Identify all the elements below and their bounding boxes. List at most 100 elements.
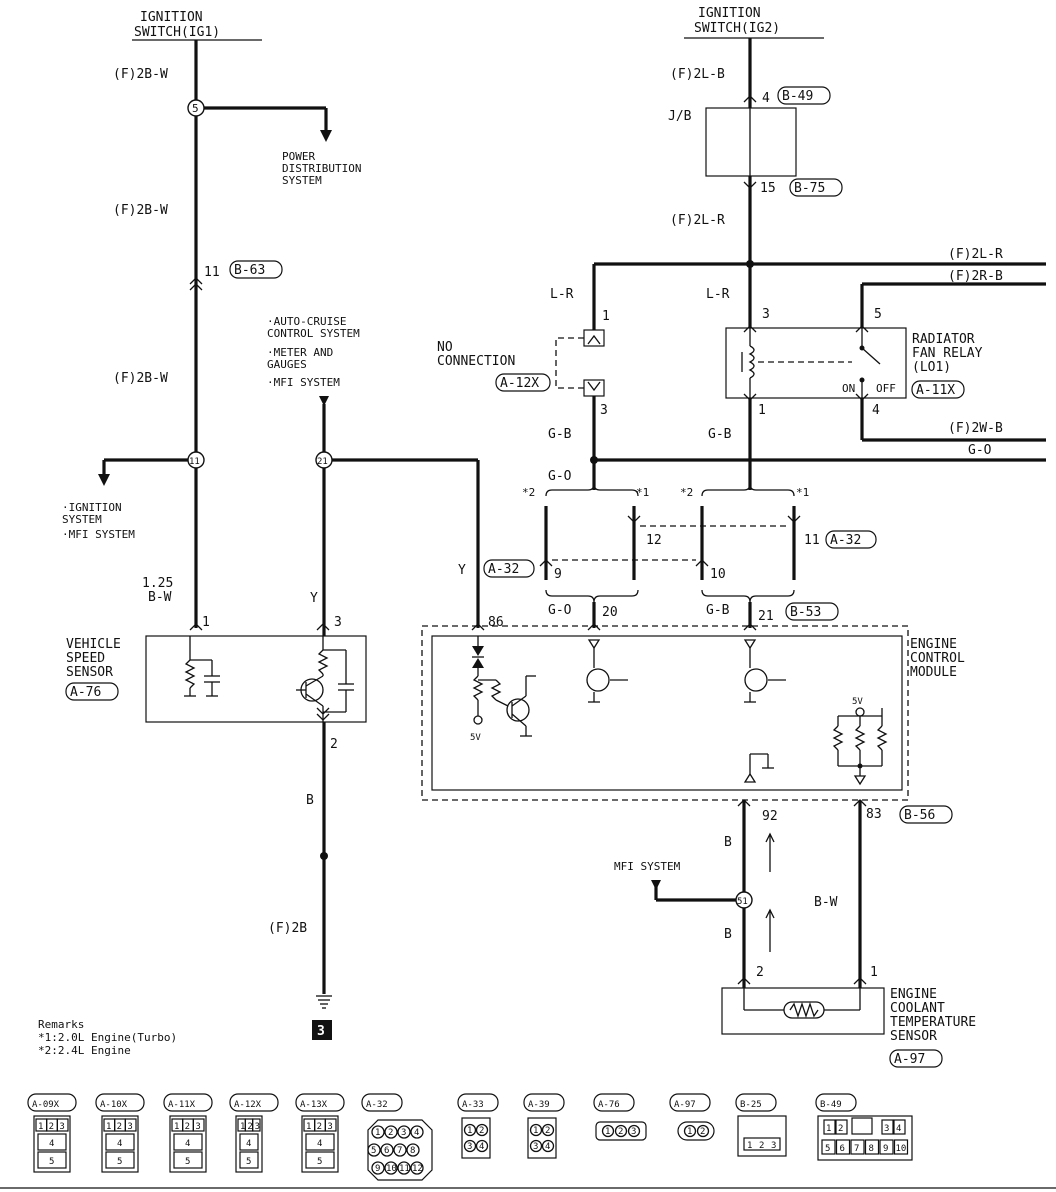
legend-pin-label: 2 xyxy=(838,1124,843,1134)
variant-mark-2-left: *2 xyxy=(522,486,535,499)
splice-5: 5 xyxy=(187,99,205,117)
legend-pin-label: 5 xyxy=(185,1157,190,1167)
vss-name-line2: SPEED xyxy=(66,651,105,666)
jb-pin-4: 4 xyxy=(762,91,770,106)
wire-label-b-vss: B xyxy=(306,793,314,808)
variant-mark-1-left: *1 xyxy=(636,486,649,499)
legend-pin-label: 3 xyxy=(771,1141,776,1151)
wire-label-f2bw-3: (F)2B-W xyxy=(113,371,168,386)
targets-line1: ·AUTO-CRUISE xyxy=(267,315,346,328)
legend-pin-label: 2 xyxy=(479,1126,484,1136)
legend-pin-label: 2 xyxy=(49,1122,54,1132)
a32-pin-10: 10 xyxy=(710,567,726,582)
legend-pin-label: 3 xyxy=(59,1122,64,1132)
connector-b49-label: B-49 xyxy=(782,89,813,104)
legend-pin-label: 3 xyxy=(255,1122,260,1132)
legend-pin-label: 3 xyxy=(631,1127,636,1137)
legend-pin-label: 3 xyxy=(401,1128,406,1138)
relay-on-label: ON xyxy=(842,382,855,395)
ecm-pin-86: 86 xyxy=(488,615,504,630)
legend-pin-label: 1 xyxy=(240,1122,245,1132)
ect-name-line1: ENGINE xyxy=(890,987,937,1002)
relay-pin-5: 5 xyxy=(874,307,882,322)
ect-name-line4: SENSOR xyxy=(890,1029,937,1044)
connector-b63-tag: B-63 xyxy=(229,260,283,279)
b63-pin-11: 11 xyxy=(204,265,220,280)
legend-connector-id: A-12X xyxy=(234,1100,262,1110)
legend-pin-label: 1 xyxy=(467,1126,472,1136)
legend-pin-label: 1 xyxy=(174,1122,179,1132)
wire-label-y-ecm: Y xyxy=(458,563,466,578)
legend-pin-label: 8 xyxy=(869,1144,874,1154)
middle-wires xyxy=(316,396,485,1009)
out-label-f2wb: (F)2W-B xyxy=(948,421,1003,436)
ignition-system-line2: SYSTEM xyxy=(62,513,102,526)
ig1-label-line2: SWITCH(IG1) xyxy=(134,25,220,40)
splice-5-label: 5 xyxy=(192,102,199,115)
junction-block xyxy=(705,107,797,177)
ignition-switch-ig2: IGNITION SWITCH(IG2) xyxy=(684,6,824,39)
connector-b56-tag: B-56 xyxy=(899,805,953,824)
remarks-line2: *2:2.4L Engine xyxy=(38,1044,131,1057)
remarks-title: Remarks xyxy=(38,1018,84,1031)
a32-pin-12: 12 xyxy=(646,533,662,548)
legend-pin-label: 2 xyxy=(618,1127,623,1137)
wire-label-lr-left: L-R xyxy=(550,287,574,302)
legend-pin-label: 3 xyxy=(884,1124,889,1134)
connector-a12x-label: A-12X xyxy=(500,376,539,391)
wire-label-gb-bottom: G-B xyxy=(706,603,730,618)
splice-11-label: 11 xyxy=(189,457,200,467)
wire-color-bw: B-W xyxy=(148,590,172,605)
legend-pin-label: 1 xyxy=(747,1141,752,1151)
connector-a11x-tag: A-11X xyxy=(911,380,965,399)
connector-b63-label: B-63 xyxy=(234,263,265,278)
connector-a32-right-label: A-32 xyxy=(830,533,861,548)
power-dist-line2: DISTRIBUTION xyxy=(282,162,361,175)
ground-3-badge: 3 xyxy=(312,1020,332,1040)
legend-pin-label: 9 xyxy=(375,1164,380,1174)
ecm-5v-left: 5V xyxy=(470,733,481,743)
out-label-f2lr: (F)2L-R xyxy=(948,247,1003,262)
connector-b49-tag: B-49 xyxy=(777,86,831,105)
legend-connector-id: A-09X xyxy=(32,1100,60,1110)
ecm-pin-83: 83 xyxy=(866,807,882,822)
connector-a12x-tag: A-12X xyxy=(495,373,551,392)
legend-pin-label: 2 xyxy=(700,1127,705,1137)
legend-pin-label: 7 xyxy=(397,1146,402,1156)
wire-label-f2lr: (F)2L-R xyxy=(670,213,725,228)
wire-label-b-ect-top: B xyxy=(724,835,732,850)
ect-name-line3: TEMPERATURE xyxy=(890,1015,976,1030)
legend-pin-label: 5 xyxy=(49,1157,54,1167)
vss-name-line3: SENSOR xyxy=(66,665,113,680)
ect-pin-1: 1 xyxy=(870,965,878,980)
relay-pin-4: 4 xyxy=(872,403,880,418)
legend-pin-label: 2 xyxy=(759,1141,764,1151)
ect-mfi-system: MFI SYSTEM xyxy=(614,860,681,873)
legend-pin-label: 4 xyxy=(545,1142,550,1152)
legend-pin-label: 3 xyxy=(327,1122,332,1132)
connector-a32-tag-left: A-32 xyxy=(483,559,535,578)
wire-label-bw-ect: B-W xyxy=(814,895,838,910)
relay-name-line2: FAN RELAY xyxy=(912,346,983,361)
legend-connector-id: B-49 xyxy=(820,1100,842,1110)
vss-name-line1: VEHICLE xyxy=(66,637,121,652)
legend-pin-label: 4 xyxy=(896,1124,901,1134)
legend-pin-label: 2 xyxy=(317,1122,322,1132)
wire-label-f2bw-2: (F)2B-W xyxy=(113,203,168,218)
ect-pin-2: 2 xyxy=(756,965,764,980)
legend-pin-label: 5 xyxy=(246,1157,251,1167)
splice-11: 11 xyxy=(187,451,205,469)
legend-pin-label: 1 xyxy=(306,1122,311,1132)
legend-pin-label: 7 xyxy=(854,1144,859,1154)
legend-connector-id: A-10X xyxy=(100,1100,128,1110)
ect-wires xyxy=(651,799,867,988)
vss-pin-2: 2 xyxy=(330,737,338,752)
a12x-pin-3: 3 xyxy=(600,403,608,418)
